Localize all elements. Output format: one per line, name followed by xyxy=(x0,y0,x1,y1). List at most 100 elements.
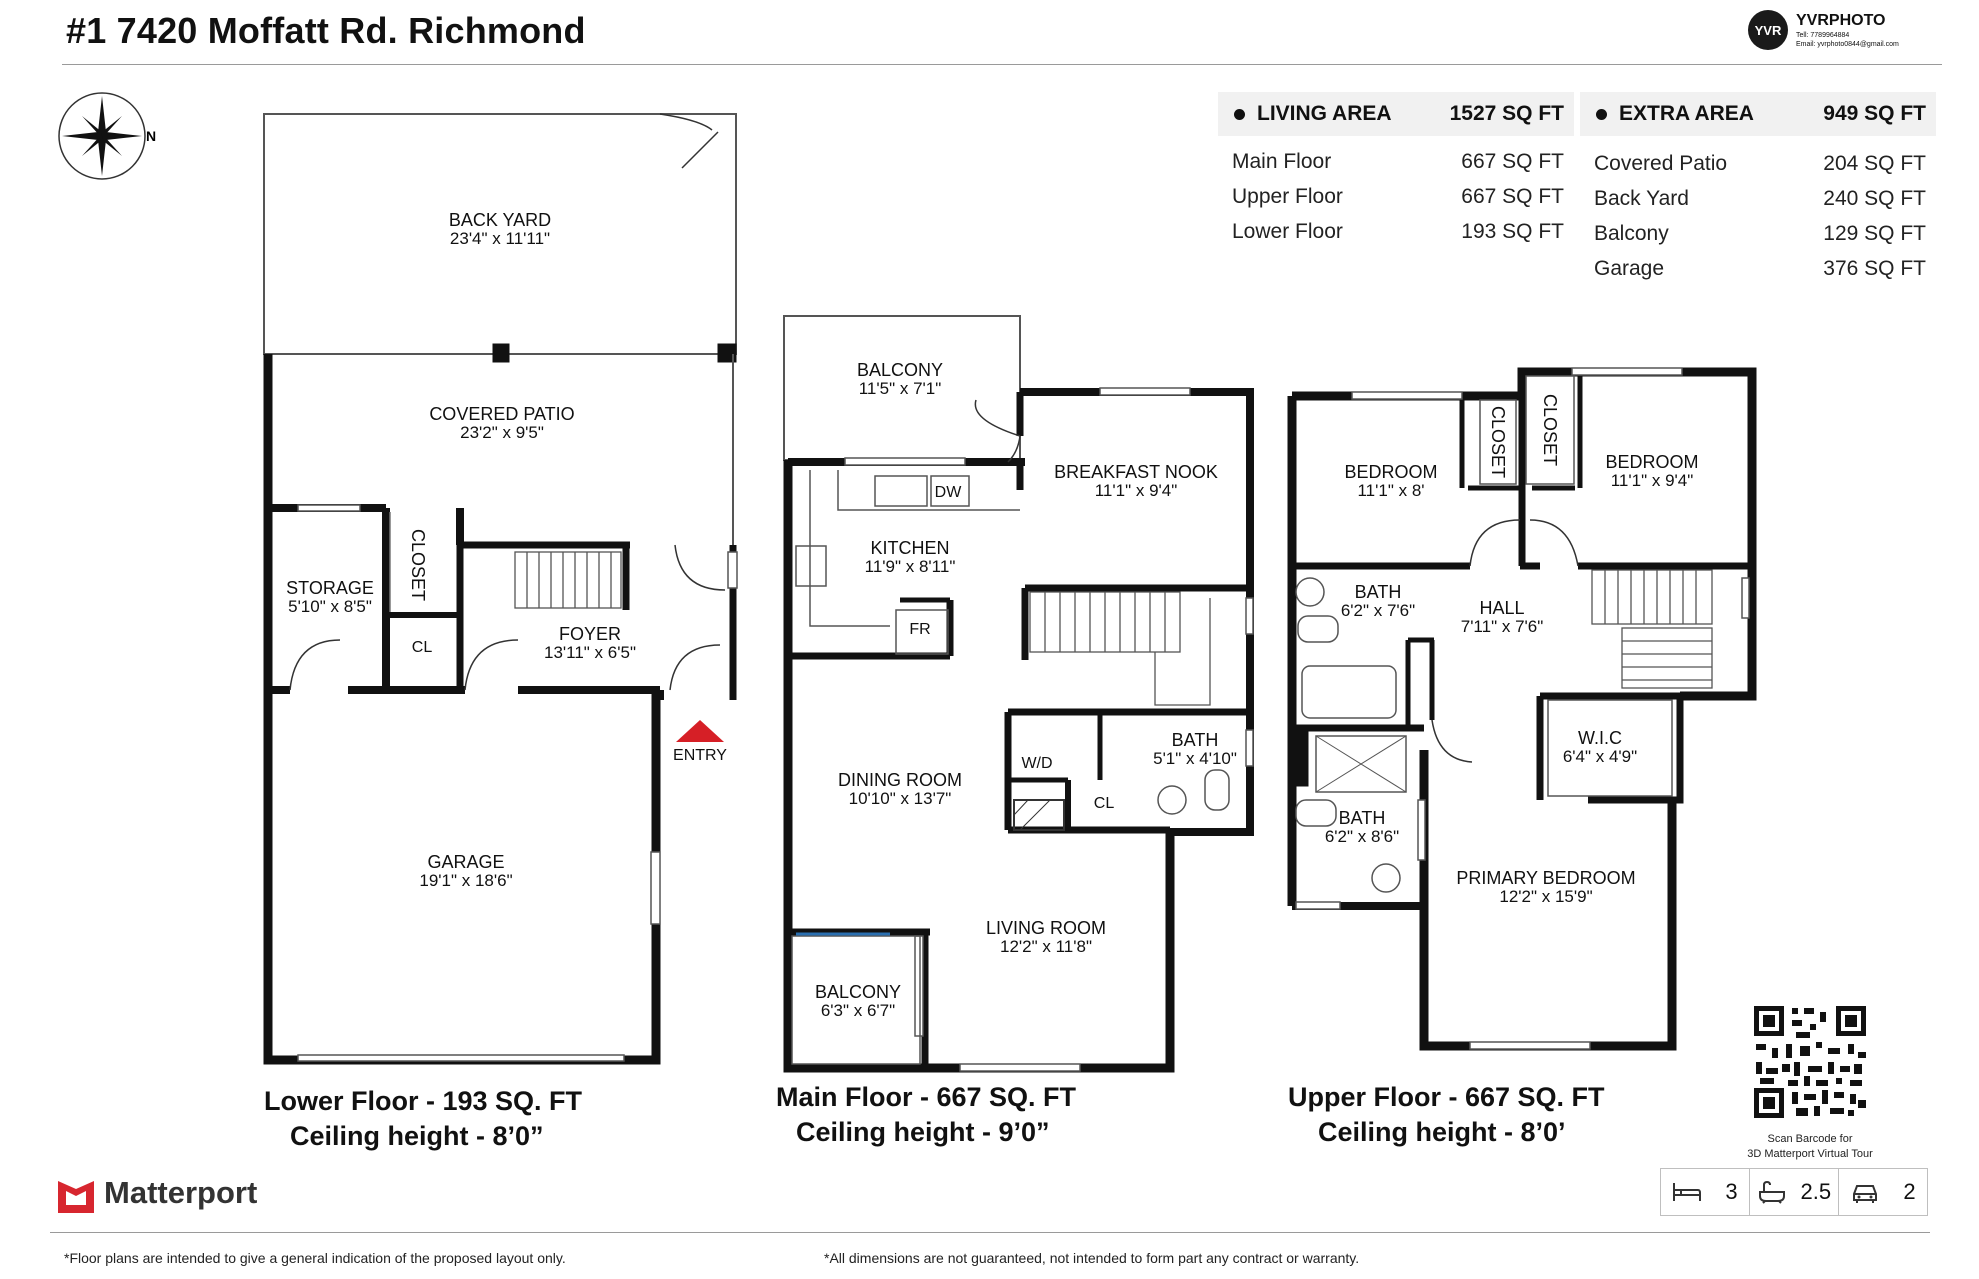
room-dimension: 5'1" x 4'10" xyxy=(1153,749,1237,768)
matterport-logo-text: Matterport xyxy=(104,1175,258,1210)
brand-phone: Tell: 7789964884 xyxy=(1796,32,1850,39)
caption-ceiling: Ceiling height - 8’0’ xyxy=(1318,1117,1566,1147)
page-title: #1 7420 Moffatt Rd. Richmond xyxy=(66,10,586,51)
appliance-label: W/D xyxy=(1021,755,1052,772)
room-label: PRIMARY BEDROOM xyxy=(1456,868,1635,888)
stat-bedrooms: 3 xyxy=(1661,1169,1750,1215)
row-label: Balcony xyxy=(1594,221,1669,245)
appliance-label: DW xyxy=(935,484,963,501)
closet-label: CL xyxy=(412,639,433,656)
disclaimer-layout: *Floor plans are intended to give a gene… xyxy=(64,1250,566,1266)
row-label: Main Floor xyxy=(1232,149,1332,173)
room-dimension: 11'1" x 8' xyxy=(1357,481,1424,500)
garage-count: 2 xyxy=(1903,1179,1916,1204)
row-label: Lower Floor xyxy=(1232,219,1343,243)
room-label: FOYER xyxy=(559,624,621,644)
room-dimension: 12'2" x 11'8" xyxy=(1000,937,1092,956)
extra-area-row: Back Yard 240 SQ FT xyxy=(1580,181,1936,216)
room-label: STORAGE xyxy=(286,578,374,598)
room-dimension: 6'4" x 4'9" xyxy=(1563,747,1637,766)
room-dimension: 11'1" x 9'4" xyxy=(1611,471,1694,490)
lower-floor-labels: BACK YARD 23'4" x 11'11" COVERED PATIO 2… xyxy=(286,210,727,890)
room-label: COVERED PATIO xyxy=(429,404,574,424)
living-area-row: Lower Floor 193 SQ FT xyxy=(1218,214,1574,249)
extra-area-row: Garage 376 SQ FT xyxy=(1580,251,1936,286)
living-area-row: Main Floor 667 SQ FT xyxy=(1218,144,1574,179)
room-dimension: 11'9" x 8'11" xyxy=(865,557,956,576)
brand-logo-icon: YVR xyxy=(1748,10,1788,50)
closet-label: CLOSET xyxy=(408,529,428,601)
lower-floor-caption: Lower Floor - 193 SQ. FT Ceiling height … xyxy=(264,1084,582,1154)
upper-floor-caption: Upper Floor - 667 SQ. FT Ceiling height … xyxy=(1288,1080,1605,1150)
entry-label: ENTRY xyxy=(673,747,727,764)
qr-caption-line: Scan Barcode for xyxy=(1767,1133,1853,1145)
bathtub-icon xyxy=(1758,1180,1785,1204)
room-label: BALCONY xyxy=(857,360,943,380)
room-dimension: 11'5" x 7'1" xyxy=(859,379,942,398)
row-label: Upper Floor xyxy=(1232,184,1343,208)
row-value: 667 SQ FT xyxy=(1461,149,1564,173)
room-label: BATH xyxy=(1355,582,1402,602)
extra-area-row: Balcony 129 SQ FT xyxy=(1580,216,1936,251)
compass-north-label: N xyxy=(146,128,156,144)
appliance-label: FR xyxy=(909,621,930,638)
room-label: BATH xyxy=(1339,808,1386,828)
bathroom-count: 2.5 xyxy=(1800,1179,1832,1204)
living-area-row: Upper Floor 667 SQ FT xyxy=(1218,179,1574,214)
brand-email: Email: yvrphoto0844@gmail.com xyxy=(1796,41,1899,48)
row-value: 376 SQ FT xyxy=(1823,256,1926,280)
living-area-total: 1527 SQ FT xyxy=(1449,102,1564,125)
car-icon xyxy=(1853,1185,1878,1203)
extra-area-header: EXTRA AREA 949 SQ FT xyxy=(1580,92,1936,136)
row-value: 204 SQ FT xyxy=(1823,151,1926,175)
stat-garage: 2 xyxy=(1839,1169,1927,1215)
row-value: 667 SQ FT xyxy=(1461,184,1564,208)
row-value: 129 SQ FT xyxy=(1823,221,1926,245)
disclaimer-dimensions: *All dimensions are not guaranteed, not … xyxy=(824,1250,1360,1266)
extra-area-table: EXTRA AREA 949 SQ FT Covered Patio 204 S… xyxy=(1580,92,1936,286)
row-value: 193 SQ FT xyxy=(1461,219,1564,243)
row-label: Garage xyxy=(1594,256,1665,280)
room-label: GARAGE xyxy=(427,852,504,872)
bed-icon xyxy=(1673,1183,1702,1201)
room-label: BREAKFAST NOOK xyxy=(1054,462,1218,482)
room-dimension: 6'2" x 8'6" xyxy=(1325,827,1399,846)
room-dimension: 23'2" x 9'5" xyxy=(460,423,544,442)
living-area-heading: LIVING AREA xyxy=(1257,102,1392,125)
living-area-table: LIVING AREA 1527 SQ FT Main Floor 667 SQ… xyxy=(1218,92,1574,249)
row-label: Back Yard xyxy=(1594,186,1689,210)
room-label: BALCONY xyxy=(815,982,901,1002)
room-dimension: 19'1" x 18'6" xyxy=(419,871,512,890)
qr-code[interactable] xyxy=(1752,1004,1868,1120)
room-label: W.I.C xyxy=(1578,728,1622,748)
living-area-header: LIVING AREA 1527 SQ FT xyxy=(1218,92,1574,136)
compass-icon: N xyxy=(58,92,156,180)
row-value: 240 SQ FT xyxy=(1823,186,1926,210)
room-dimension: 12'2" x 15'9" xyxy=(1499,887,1592,906)
qr-caption: Scan Barcode for 3D Matterport Virtual T… xyxy=(1718,1132,1902,1162)
room-label: DINING ROOM xyxy=(838,770,962,790)
caption-ceiling: Ceiling height - 9’0” xyxy=(796,1117,1050,1147)
brand-name: YVRPHOTO xyxy=(1796,12,1886,29)
room-label: HALL xyxy=(1479,598,1524,618)
room-dimension: 6'2" x 7'6" xyxy=(1341,601,1415,620)
qr-caption-line: 3D Matterport Virtual Tour xyxy=(1747,1148,1873,1160)
room-label: KITCHEN xyxy=(870,538,949,558)
property-stats: 3 2.5 2 xyxy=(1660,1168,1928,1216)
closet-label: CL xyxy=(1094,795,1115,812)
matterport-logo-icon xyxy=(58,1181,94,1213)
stat-bathrooms: 2.5 xyxy=(1750,1169,1839,1215)
room-dimension: 10'10" x 13'7" xyxy=(849,789,952,808)
main-floor-labels: BALCONY 11'5" x 7'1" BREAKFAST NOOK 11'1… xyxy=(815,360,1237,1020)
footer-divider xyxy=(50,1232,1930,1233)
main-floor-caption: Main Floor - 667 SQ. FT Ceiling height -… xyxy=(776,1080,1076,1150)
main-floor-plan xyxy=(783,315,1254,1073)
lower-floor-plan xyxy=(263,113,738,1065)
extra-area-total: 949 SQ FT xyxy=(1823,102,1926,125)
bullet-icon xyxy=(1596,108,1607,120)
room-dimension: 6'3" x 6'7" xyxy=(821,1001,895,1020)
room-label: BATH xyxy=(1172,730,1219,750)
closet-label: CLOSET xyxy=(1540,394,1560,466)
extra-area-row: Covered Patio 204 SQ FT xyxy=(1580,146,1936,181)
